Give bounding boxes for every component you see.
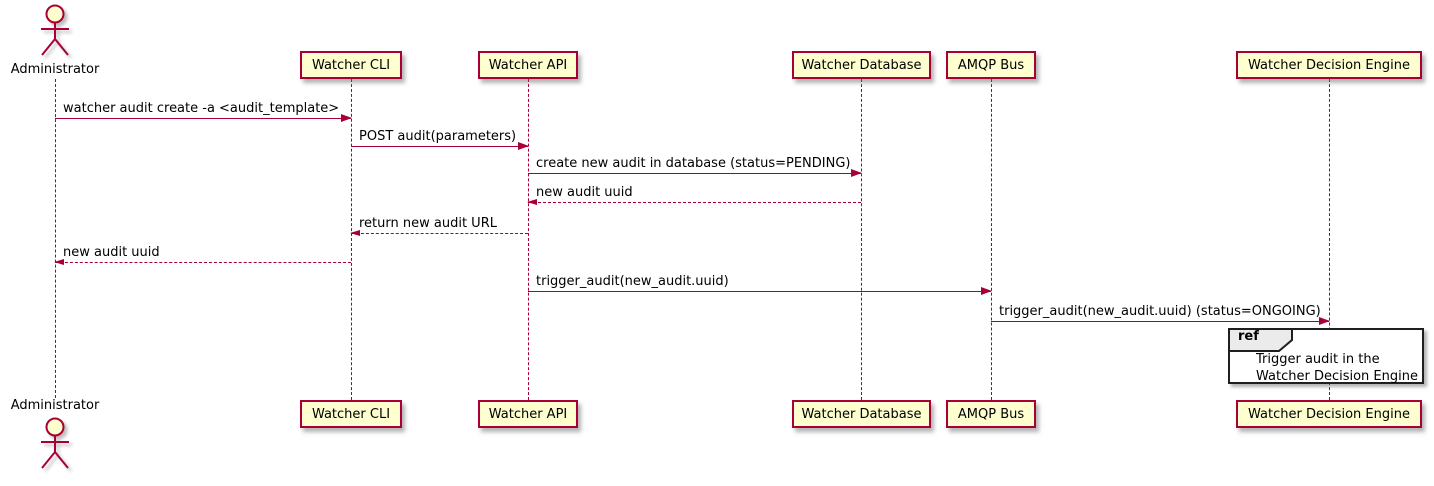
arrowhead-left-icon <box>54 259 64 265</box>
participant-bottom-watcher-api: Watcher API <box>478 400 578 428</box>
message-trigger-audit: trigger_audit(new_audit.uuid) <box>528 274 992 295</box>
lifeline-watcher-decision-engine <box>1329 79 1330 400</box>
message-label: trigger_audit(new_audit.uuid) <box>536 274 729 289</box>
message-label: new audit uuid <box>63 245 160 260</box>
lifeline-watcher-api <box>528 79 529 400</box>
participant-bottom-watcher-cli: Watcher CLI <box>300 400 402 428</box>
actor-figure-top <box>33 3 77 65</box>
message-arrow <box>351 142 529 150</box>
message-trigger-audit-ongoing: trigger_audit(new_audit.uuid) (status=ON… <box>991 304 1330 325</box>
arrowhead-right-icon <box>851 169 862 177</box>
participant-top-watcher-cli: Watcher CLI <box>300 51 402 79</box>
message-new-audit-uuid-to-admin: new audit uuid <box>54 245 351 265</box>
arrowhead-right-icon <box>518 142 529 150</box>
message-new-audit-uuid-return: new audit uuid <box>527 185 861 205</box>
participant-bottom-watcher-decision-engine: Watcher Decision Engine <box>1236 400 1422 428</box>
message-arrow <box>55 114 352 122</box>
arrowhead-right-icon <box>1319 317 1330 325</box>
participant-label: Watcher Decision Engine <box>1248 57 1410 73</box>
message-arrow <box>527 199 861 205</box>
message-create-audit-db: create new audit in database (status=PEN… <box>528 156 862 177</box>
message-arrow <box>350 230 528 236</box>
arrowhead-right-icon <box>341 114 352 122</box>
participant-top-amqp-bus: AMQP Bus <box>946 51 1036 79</box>
participant-label: Watcher API <box>488 57 568 73</box>
ref-keyword: ref <box>1238 329 1259 344</box>
lifeline-watcher-database <box>861 79 862 400</box>
lifeline-amqp-bus <box>991 79 992 400</box>
participant-label: Watcher Database <box>801 57 922 73</box>
participant-label: Watcher Decision Engine <box>1248 406 1410 422</box>
message-label: POST audit(parameters) <box>359 129 517 144</box>
ref-frame: ref Trigger audit in the Watcher Decisio… <box>1228 328 1424 384</box>
participant-bottom-amqp-bus: AMQP Bus <box>946 400 1036 428</box>
message-post-audit: POST audit(parameters) <box>351 129 529 150</box>
lifeline-administrator <box>55 79 56 398</box>
actor-label-bottom: Administrator <box>10 398 100 413</box>
message-label: return new audit URL <box>359 216 497 231</box>
message-return-audit-url: return new audit URL <box>350 216 528 236</box>
ref-body-line: Trigger audit in the <box>1256 352 1380 367</box>
message-label: new audit uuid <box>536 185 633 200</box>
message-label: trigger_audit(new_audit.uuid) (status=ON… <box>999 304 1321 319</box>
participant-top-watcher-api: Watcher API <box>478 51 578 79</box>
lifeline-watcher-cli <box>351 79 352 400</box>
message-arrow <box>528 169 862 177</box>
arrowhead-left-icon <box>350 230 360 236</box>
ref-tab-pentagon-icon <box>1228 328 1293 352</box>
actor-label-top: Administrator <box>10 62 100 77</box>
message-arrow <box>54 259 351 265</box>
ref-tab: ref <box>1228 328 1294 352</box>
message-label: create new audit in database (status=PEN… <box>536 156 851 171</box>
actor-figure-bottom <box>33 416 77 478</box>
arrowhead-right-icon <box>981 287 992 295</box>
participant-label: AMQP Bus <box>957 57 1025 73</box>
participant-top-watcher-database: Watcher Database <box>792 51 931 79</box>
ref-body-line: Watcher Decision Engine <box>1256 369 1418 384</box>
stick-figure-icon <box>41 417 69 469</box>
participant-bottom-watcher-database: Watcher Database <box>792 400 931 428</box>
stick-figure-icon <box>41 4 69 56</box>
message-audit-create: watcher audit create -a <audit_template> <box>55 101 352 122</box>
message-label: watcher audit create -a <audit_template> <box>63 101 340 116</box>
participant-label: Watcher CLI <box>311 57 391 73</box>
participant-label: Watcher Database <box>801 406 922 422</box>
message-arrow <box>528 287 992 295</box>
ref-body: Trigger audit in the Watcher Decision En… <box>1256 351 1418 385</box>
arrowhead-left-icon <box>527 199 537 205</box>
participant-label: AMQP Bus <box>957 406 1025 422</box>
participant-label: Watcher API <box>488 406 568 422</box>
message-arrow <box>991 317 1330 325</box>
participant-label: Watcher CLI <box>311 406 391 422</box>
participant-top-watcher-decision-engine: Watcher Decision Engine <box>1236 51 1422 79</box>
